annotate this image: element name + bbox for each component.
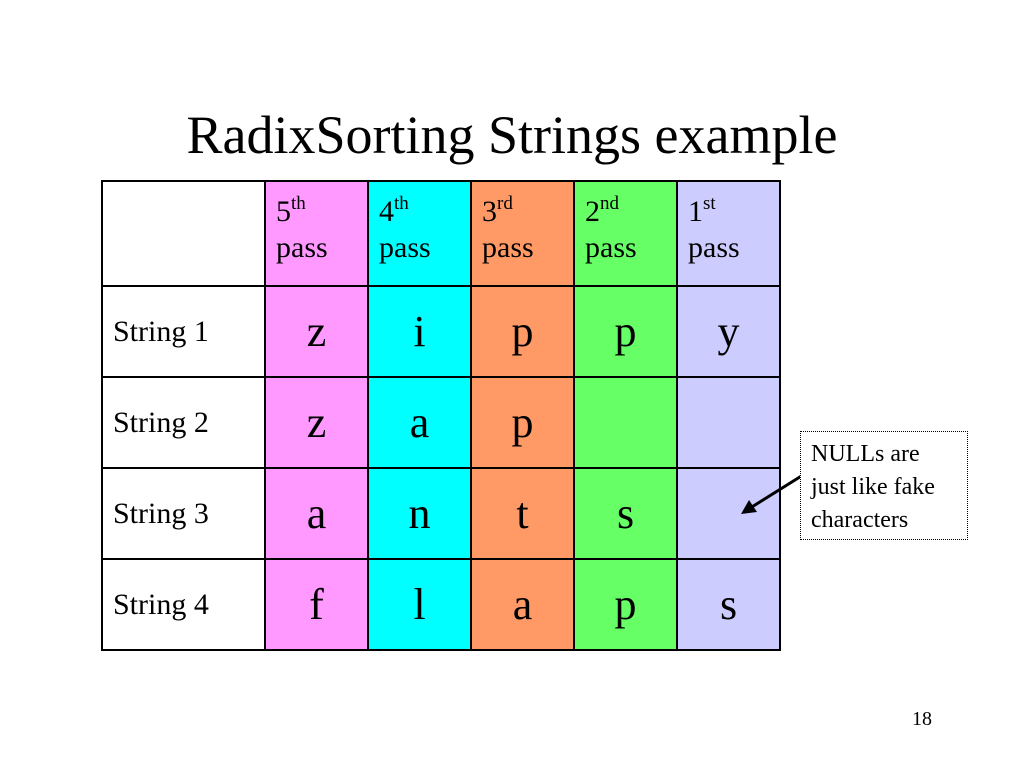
page-number: 18 bbox=[912, 708, 932, 730]
pass-4-header: 4th pass bbox=[367, 180, 472, 287]
char-cell: p bbox=[470, 285, 575, 378]
pass-ordinal: rd bbox=[497, 193, 513, 214]
char-cell: a bbox=[470, 558, 575, 651]
pass-number: 5 bbox=[276, 195, 291, 228]
char-cell: p bbox=[573, 558, 678, 651]
null-note-callout: NULLs are just like fake characters bbox=[800, 431, 968, 540]
pass-ordinal: th bbox=[291, 193, 306, 214]
char-cell: f bbox=[264, 558, 369, 651]
pass-number: 4 bbox=[379, 195, 394, 228]
row-label: String 3 bbox=[101, 467, 266, 560]
row-label: String 4 bbox=[101, 558, 266, 651]
note-line: characters bbox=[811, 507, 909, 533]
table-row: String 2 z a p bbox=[101, 376, 781, 469]
pass-2-header: 2nd pass bbox=[573, 180, 678, 287]
char-cell: i bbox=[367, 285, 472, 378]
char-cell: s bbox=[676, 558, 781, 651]
corner-cell bbox=[101, 180, 266, 287]
pass-word: pass bbox=[585, 231, 637, 264]
char-cell bbox=[573, 376, 678, 469]
table-row: String 1 z i p p y bbox=[101, 285, 781, 378]
char-cell: y bbox=[676, 285, 781, 378]
char-cell: p bbox=[470, 376, 575, 469]
char-cell: l bbox=[367, 558, 472, 651]
char-cell bbox=[676, 467, 781, 560]
table-row: String 3 a n t s bbox=[101, 467, 781, 560]
note-line: just like fake bbox=[811, 474, 935, 500]
char-cell: n bbox=[367, 467, 472, 560]
pass-number: 3 bbox=[482, 195, 497, 228]
table-row: String 4 f l a p s bbox=[101, 558, 781, 651]
row-label: String 2 bbox=[101, 376, 266, 469]
char-cell: t bbox=[470, 467, 575, 560]
pass-word: pass bbox=[379, 231, 431, 264]
pass-word: pass bbox=[482, 231, 534, 264]
char-cell: a bbox=[367, 376, 472, 469]
pass-3-header: 3rd pass bbox=[470, 180, 575, 287]
char-cell: z bbox=[264, 285, 369, 378]
slide-title: RadixSorting Strings example bbox=[186, 105, 838, 165]
pass-5-header: 5th pass bbox=[264, 180, 369, 287]
pass-word: pass bbox=[276, 231, 328, 264]
pass-ordinal: th bbox=[394, 193, 409, 214]
pass-number: 1 bbox=[688, 195, 703, 228]
pass-ordinal: st bbox=[703, 193, 716, 214]
char-cell: p bbox=[573, 285, 678, 378]
char-cell bbox=[676, 376, 781, 469]
pass-1-header: 1st pass bbox=[676, 180, 781, 287]
pass-ordinal: nd bbox=[600, 193, 619, 214]
note-line: NULLs are bbox=[811, 441, 920, 467]
char-cell: s bbox=[573, 467, 678, 560]
pass-word: pass bbox=[688, 231, 740, 264]
char-cell: z bbox=[264, 376, 369, 469]
pass-number: 2 bbox=[585, 195, 600, 228]
char-cell: a bbox=[264, 467, 369, 560]
row-label: String 1 bbox=[101, 285, 266, 378]
